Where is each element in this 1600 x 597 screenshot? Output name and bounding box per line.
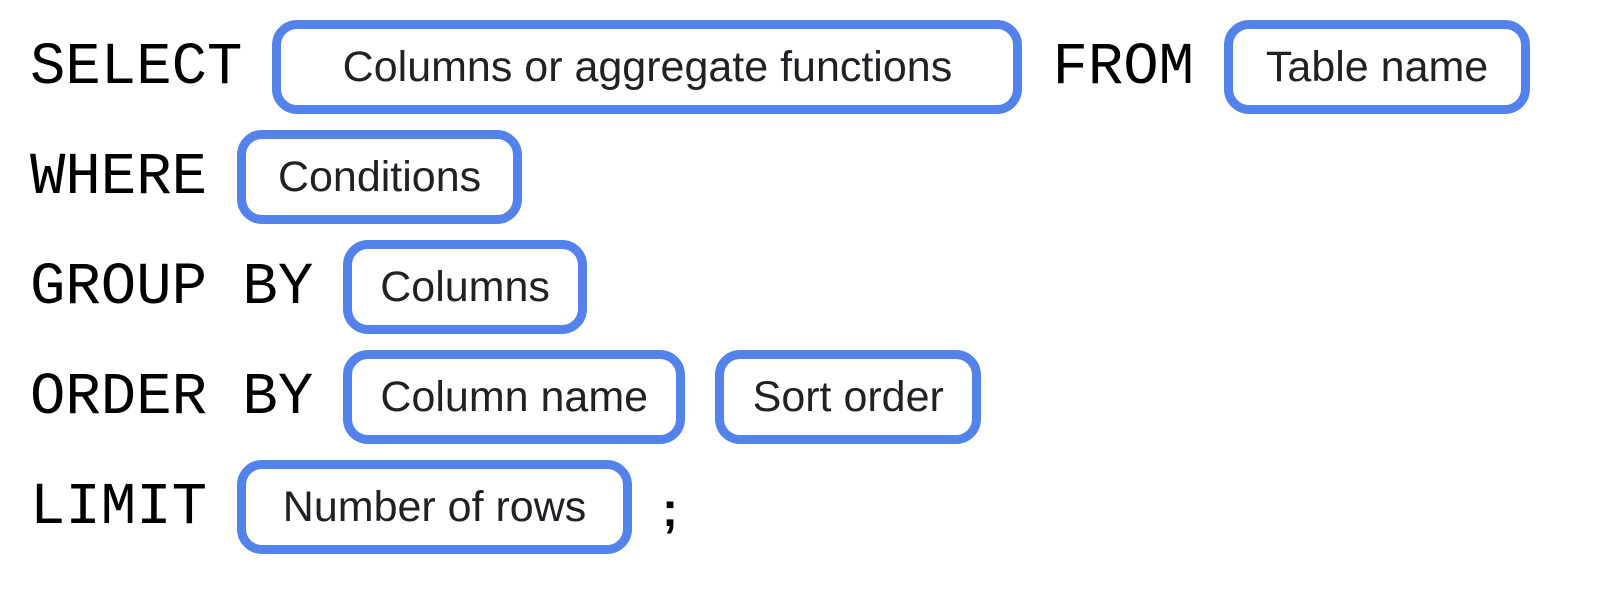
sql-syntax-diagram: SELECT Columns or aggregate functions FR…	[30, 20, 1600, 554]
sql-clause-row-order-by: ORDER BY Column name Sort order	[30, 350, 1600, 444]
placeholder-pill-sort-order: Sort order	[715, 350, 982, 444]
keyword-from: FROM	[1052, 33, 1195, 101]
sql-clause-row-select-from: SELECT Columns or aggregate functions FR…	[30, 20, 1600, 114]
placeholder-pill-columns: Columns	[343, 240, 587, 334]
placeholder-pill-columns-or-aggregate-functions: Columns or aggregate functions	[272, 20, 1023, 114]
sql-clause-row-group-by: GROUP BY Columns	[30, 240, 1600, 334]
keyword-where: WHERE	[30, 143, 208, 211]
sql-clause-row-where: WHERE Conditions	[30, 130, 1600, 224]
statement-terminator-semicolon: ;	[662, 484, 679, 537]
keyword-order-by: ORDER BY	[30, 363, 314, 431]
keyword-group-by: GROUP BY	[30, 253, 314, 321]
sql-clause-row-limit: LIMIT Number of rows ;	[30, 460, 1600, 554]
placeholder-pill-conditions: Conditions	[237, 130, 523, 224]
placeholder-pill-column-name: Column name	[343, 350, 686, 444]
placeholder-pill-number-of-rows: Number of rows	[237, 460, 633, 554]
placeholder-pill-table-name: Table name	[1224, 20, 1531, 114]
keyword-select: SELECT	[30, 33, 243, 101]
keyword-limit: LIMIT	[30, 473, 208, 541]
